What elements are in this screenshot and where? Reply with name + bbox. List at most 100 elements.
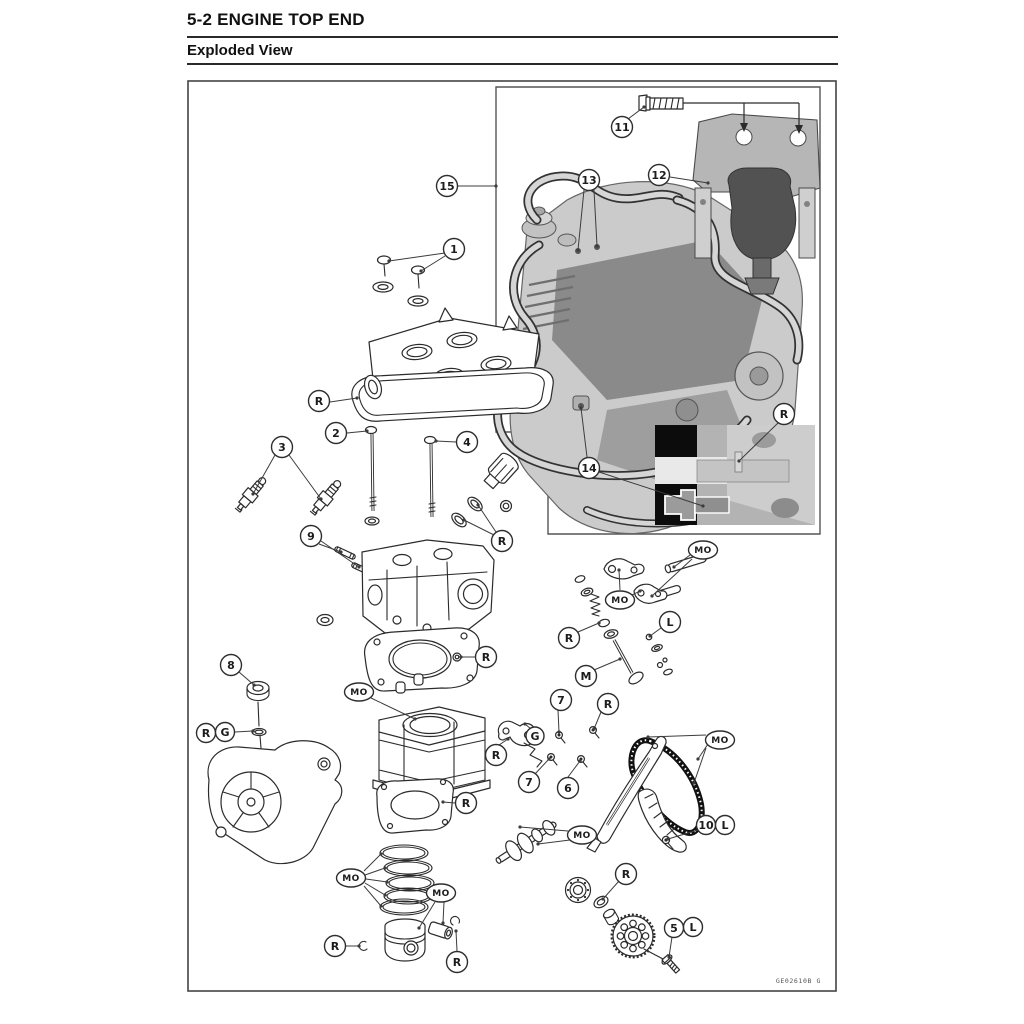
piston-rings [379,844,435,916]
callout-r-20: R [459,645,498,669]
svg-text:M: M [581,670,592,683]
svg-text:7: 7 [557,694,565,707]
mount-bolt [638,94,684,112]
spark-plug-well [675,398,699,422]
callout-r-21: R [441,791,478,815]
svg-text:R: R [482,651,491,664]
callout-mo-36: MO [646,730,736,785]
svg-text:R: R [331,940,340,953]
svg-text:10: 10 [698,819,714,832]
callout-mo-35: MO [604,568,642,610]
title-divider [187,36,838,38]
svg-text:9: 9 [307,530,315,543]
svg-text:1: 1 [450,243,458,256]
svg-text:MO: MO [350,688,368,698]
cover-bolts [372,255,429,307]
callout-3-2: 3 [251,435,323,501]
callout-r-24: R [484,737,510,767]
svg-text:R: R [202,727,211,740]
svg-text:G: G [530,730,539,743]
page-title: 5-2 ENGINE TOP END [187,10,365,29]
callout-8-9: 8 [219,653,256,687]
callout-7-7: 7 [549,688,573,734]
callout-r-26: R [601,862,638,901]
callout-r-28: R [445,929,469,974]
callout-11-13: 11 [610,105,646,139]
callout-g-31: G [523,722,545,746]
callout-r-18: R [307,389,359,413]
engine-mount-bracket [638,94,821,295]
callout-r-19: R [462,503,514,553]
valve-cover-gasket [351,367,554,422]
svg-text:MO: MO [711,736,729,746]
callout-r-27: R [323,934,361,958]
svg-text:R: R [315,395,324,408]
svg-text:R: R [453,956,462,969]
svg-text:R: R [462,797,471,810]
svg-text:4: 4 [463,436,471,449]
svg-text:15: 15 [439,180,454,193]
callout-9-10: 9 [299,524,361,569]
cylinder-head-bolts [364,425,437,526]
callout-12-14: 12 [647,163,710,187]
svg-text:R: R [565,632,574,645]
svg-text:R: R [492,749,501,762]
callout-r-29: R [195,722,217,744]
svg-text:6: 6 [564,782,572,795]
svg-text:R: R [780,408,789,421]
section-subtitle: Exploded View [187,42,293,59]
cam-sprocket [610,913,656,959]
callout-r-25: R [592,692,620,731]
callout-r-22: R [737,402,796,463]
svg-text:MO: MO [611,596,629,606]
callout-g-30: G [214,721,255,743]
head-gasket [364,627,480,692]
svg-text:3: 3 [278,441,286,454]
callout-10-11: 10 [666,814,717,841]
svg-text:MO: MO [573,831,591,841]
svg-text:2: 2 [332,427,340,440]
sprocket-bolt [661,954,681,974]
callout-l-12: L [714,814,736,836]
svg-text:G: G [220,726,229,739]
svg-text:MO: MO [432,889,450,899]
svg-text:L: L [689,921,696,934]
callout-7-8: 7 [517,757,551,794]
rocker-arm-group [574,553,707,685]
svg-text:11: 11 [614,121,629,134]
svg-text:L: L [666,616,673,629]
callout-mo-40: MO [417,883,457,930]
svg-text:L: L [721,819,728,832]
callout-13-15: 13 [576,168,601,252]
figure-code: GE02610B G [776,977,821,985]
svg-text:13: 13 [581,174,596,187]
callout-1-0: 1 [387,237,466,273]
callout-l-5: L [682,916,704,938]
spark-plugs [234,477,342,516]
bolt-direction-arrows [683,102,803,134]
callout-mo-37: MO [343,682,417,721]
piston-assembly [358,915,461,962]
svg-text:MO: MO [694,546,712,556]
timing-inspection-cap [246,680,270,749]
callout-6-6: 6 [556,759,582,800]
guide-bolts [547,725,600,768]
callout-5-4: 5 [663,917,685,959]
cam-chain-and-guides [586,735,705,853]
oil-filler-cap-group [451,452,519,528]
callout-mo-34: MO [650,540,719,598]
svg-text:R: R [622,868,631,881]
svg-text:12: 12 [651,169,666,182]
svg-text:MO: MO [342,874,360,884]
cylinder-head [316,539,495,634]
callout-15-17: 15 [435,174,498,198]
callout-m-33: M [574,657,622,688]
callout-14-16: 14 [577,406,705,508]
diagram-frame [187,80,837,992]
callout-l-32: L [648,610,682,638]
svg-text:14: 14 [581,462,597,475]
sprocket-cover [207,740,343,865]
callout-r-23: R [557,621,601,650]
